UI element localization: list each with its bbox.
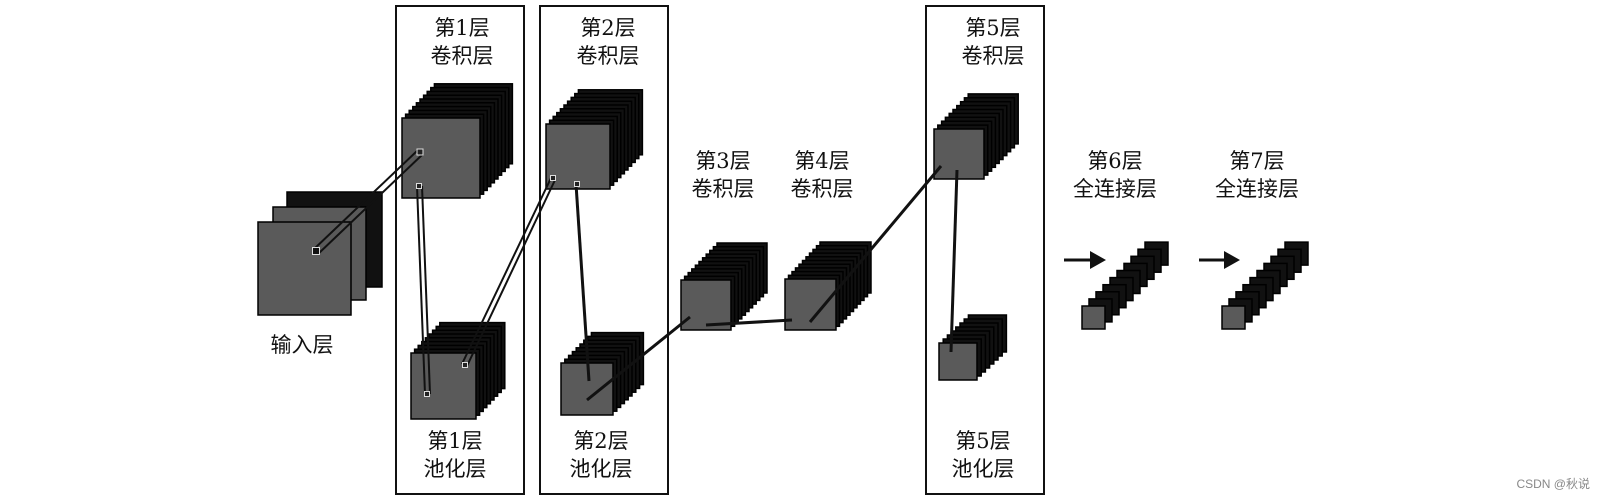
connector-input-conv1-a	[312, 149, 419, 251]
label-conv3: 第3层卷积层	[691, 149, 755, 201]
stack-fc7	[1221, 241, 1309, 330]
connector-conv4-conv5	[808, 165, 943, 323]
connector-pool2-conv3	[586, 315, 691, 402]
stack-conv4	[784, 241, 872, 331]
connector-conv5-pool5	[949, 169, 959, 353]
stack-pool5-front	[938, 342, 978, 381]
stack-conv2-front	[545, 123, 611, 190]
frame-layer5	[925, 5, 1045, 495]
label-pool2: 第2层池化层	[569, 429, 633, 481]
kernel-marker-conv1-bottom	[416, 183, 422, 189]
connector-conv1-pool1-a	[416, 185, 426, 395]
stack-conv3	[680, 242, 768, 331]
kernel-marker-input	[312, 247, 320, 255]
kernel-marker-conv2-left	[550, 175, 556, 181]
stack-fc6-front	[1081, 305, 1106, 330]
stack-fc7-front	[1221, 305, 1246, 330]
connector-conv1-pool1-b	[421, 185, 431, 395]
stack-pool2	[560, 331, 645, 416]
label-fc6: 第6层全连接层	[1073, 149, 1157, 201]
connector-conv2-pool2	[574, 183, 591, 382]
stack-conv2	[545, 89, 644, 190]
stack-conv5-front	[933, 128, 985, 180]
label-pool1: 第1层池化层	[423, 429, 487, 481]
watermark: CSDN @秋说	[1516, 477, 1590, 491]
frame-layer2	[539, 5, 669, 495]
frame-layer1	[395, 5, 525, 495]
connector-conv3-conv4	[705, 318, 793, 327]
stack-pool5	[938, 314, 1008, 381]
stack-conv3-front	[680, 279, 732, 331]
label-input-layer: 输入层	[270, 333, 334, 357]
connector-pool1-conv2-b	[466, 179, 556, 367]
stack-fc6	[1081, 241, 1169, 330]
kernel-marker-conv1-top	[416, 148, 424, 156]
label-conv2: 第2层卷积层	[576, 16, 640, 68]
stack-conv5	[933, 93, 1019, 180]
arrow-to-fc7	[1199, 251, 1240, 269]
kernel-marker-pool1-right	[462, 362, 468, 368]
label-conv5: 第5层卷积层	[961, 16, 1025, 68]
stack-conv4-front	[784, 278, 837, 331]
connector-pool1-conv2-a	[461, 177, 552, 365]
arrow-to-fc6	[1064, 251, 1106, 269]
connector-input-conv1-b	[317, 153, 424, 255]
label-conv1: 第1层卷积层	[430, 16, 494, 68]
kernel-marker-conv2-bottom	[574, 181, 580, 187]
stack-conv1	[401, 83, 514, 199]
stack-conv1-front	[401, 117, 481, 199]
label-conv4: 第4层卷积层	[790, 149, 854, 201]
label-fc7: 第7层全连接层	[1215, 149, 1299, 201]
label-pool5: 第5层池化层	[951, 429, 1015, 481]
kernel-marker-pool1-left	[424, 391, 430, 397]
